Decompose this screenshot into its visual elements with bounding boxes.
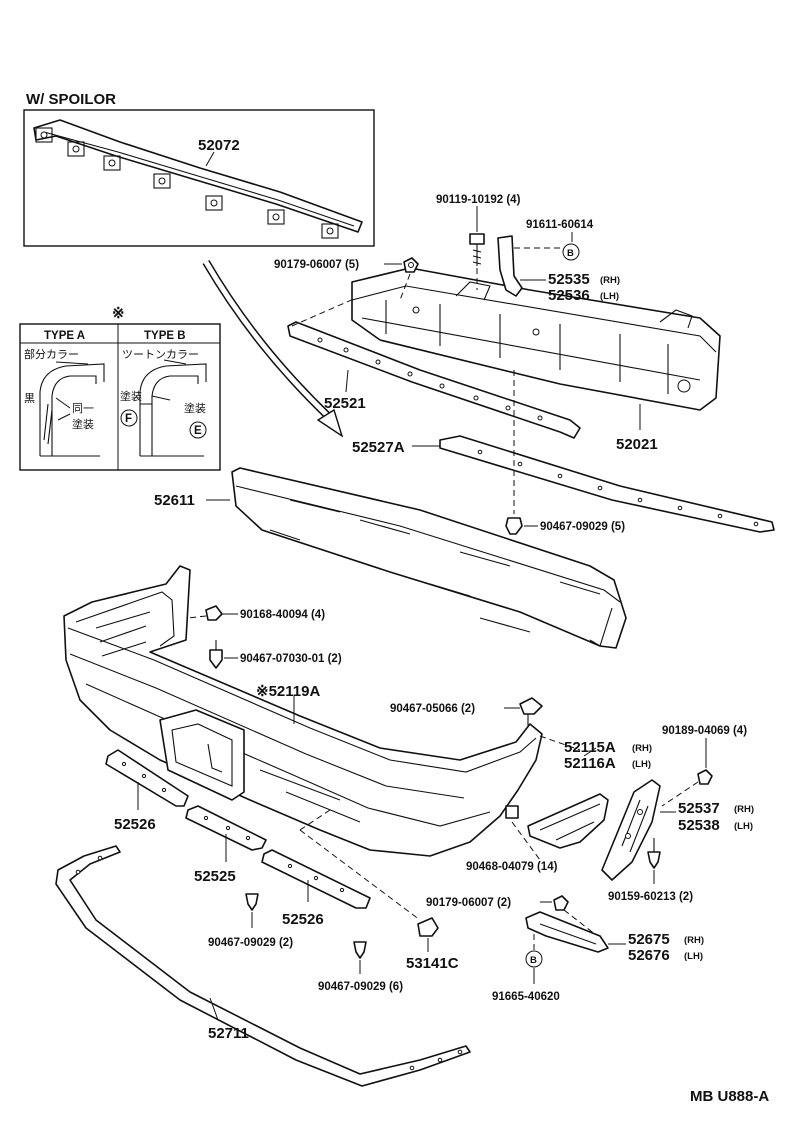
- label-52072: 52072: [198, 137, 240, 154]
- nut-90189-icon: [697, 769, 713, 785]
- spoiler-52711: [55, 845, 471, 1087]
- bracket-52115a: [505, 793, 609, 849]
- legend-mark: ※: [112, 305, 125, 322]
- code-e-circle: [189, 421, 207, 439]
- bolt-90119-icon: [469, 233, 485, 266]
- bracket-52535: [497, 235, 523, 297]
- nut-90179-lower-icon: [553, 895, 569, 911]
- leader-52072: [205, 151, 215, 167]
- screw-90168-icon: [205, 605, 223, 621]
- retainer-52521: [287, 321, 581, 439]
- label-90119: 90119-10192 (4): [436, 194, 521, 206]
- type-a-drawing: [39, 361, 105, 457]
- reinforcement-52021: [351, 267, 721, 411]
- label-90467-05066: 90467-05066 (2): [390, 703, 475, 715]
- label-52538: 52538: [678, 817, 720, 834]
- screw-90467-09029-6-icon: [353, 941, 367, 959]
- label-52526-right: 52526: [282, 911, 324, 928]
- type-b-paint-left: 塗装: [120, 389, 142, 403]
- spoiler-part-drawing: [33, 119, 363, 239]
- screw-90159-icon: [647, 838, 661, 869]
- label-52521: 52521: [324, 395, 366, 412]
- label-52526-left: 52526: [114, 816, 156, 833]
- type-legend: ※ TYPE A TYPE B 部分カラー ツートンカラー 黒 同一 塗装: [19, 305, 221, 471]
- label-52116a-side: (LH): [632, 759, 651, 770]
- type-a-title: TYPE A: [44, 330, 85, 342]
- label-52527a: 52527A: [352, 439, 405, 456]
- label-52711: 52711: [208, 1025, 249, 1042]
- marker-b-bottom-text: B: [530, 955, 537, 966]
- type-b-caption: ツートンカラー: [122, 348, 199, 361]
- nut-90179-top-icon: [403, 257, 419, 273]
- type-b-paint-right: 塗装: [184, 401, 206, 415]
- label-91611: 91611-60614: [526, 219, 594, 231]
- label-52675: 52675: [628, 931, 670, 948]
- label-91665: 91665-40620: [492, 991, 560, 1003]
- label-52676-side: (LH): [684, 951, 703, 962]
- strip-52526-right: [261, 849, 371, 909]
- label-52525: 52525: [194, 868, 236, 885]
- spoiler-box: [23, 109, 375, 247]
- label-90179-a: 90179-06007 (5): [274, 259, 359, 271]
- marker-b-bottom: [525, 950, 543, 968]
- label-52119a: ※52119A: [256, 683, 320, 700]
- label-52115a: 52115A: [564, 739, 616, 756]
- strip-52527a: [439, 435, 775, 533]
- label-52675-side: (RH): [684, 935, 704, 946]
- label-52537-side: (RH): [734, 804, 754, 815]
- label-90467-09029-6: 90467-09029 (6): [318, 981, 403, 993]
- label-52538-side: (LH): [734, 821, 753, 832]
- label-90168: 90168-40094 (4): [240, 609, 325, 621]
- strip-52526-left: [105, 749, 189, 807]
- label-52676: 52676: [628, 947, 670, 964]
- label-52535-side: (RH): [600, 275, 620, 286]
- type-b-title: TYPE B: [144, 330, 186, 342]
- type-a-note-2: 塗装: [72, 417, 94, 431]
- label-90467-09029-2: 90467-09029 (2): [208, 937, 293, 949]
- spoiler-group: W/ SPOILOR 52072: [23, 91, 375, 247]
- nut-90467-05066-icon: [519, 697, 543, 726]
- type-b-code-right: E: [194, 425, 202, 437]
- label-52115a-side: (RH): [632, 743, 652, 754]
- drawing-code: MB U888-A: [690, 1088, 769, 1105]
- label-90179-b: 90179-06007 (2): [426, 897, 511, 909]
- label-52536: 52536: [548, 287, 590, 304]
- label-52021: 52021: [616, 436, 658, 453]
- clip-53141c: [417, 917, 439, 937]
- screw-90467-07030-icon: [209, 640, 223, 669]
- spoiler-arrow: [202, 259, 344, 438]
- type-a-color: 黒: [24, 392, 35, 405]
- bracket-52537: [601, 779, 661, 881]
- label-90467-09029-5: 90467-09029 (5): [540, 521, 625, 533]
- strip-52525: [185, 805, 267, 851]
- bumper-cover-52119a: [63, 565, 543, 857]
- spoiler-title: W/ SPOILOR: [26, 91, 116, 108]
- label-52611: 52611: [154, 492, 195, 509]
- screw-90467-09029-2-icon: [245, 893, 259, 911]
- label-90159: 90159-60213 (2): [608, 891, 693, 903]
- type-b-drawing: [139, 359, 207, 457]
- label-90467-07030: 90467-07030-01 (2): [240, 653, 342, 665]
- marker-b-top-text: B: [567, 248, 574, 259]
- label-53141c: 53141C: [406, 955, 459, 972]
- absorber-52611: [231, 467, 627, 649]
- bracket-52675: [525, 911, 609, 953]
- label-90189: 90189-04069 (4): [662, 725, 747, 737]
- marker-b-top: [562, 243, 580, 261]
- code-f-circle: [120, 409, 138, 427]
- type-a-caption: 部分カラー: [24, 347, 79, 361]
- label-52537: 52537: [678, 800, 720, 817]
- type-a-note-1: 同一: [72, 402, 94, 415]
- type-b-code-left: F: [125, 413, 132, 425]
- label-52535: 52535: [548, 271, 590, 288]
- screw-90467-5-icon: [505, 517, 523, 535]
- label-52536-side: (LH): [600, 291, 619, 302]
- label-52116a: 52116A: [564, 755, 616, 772]
- label-90468: 90468-04079 (14): [466, 861, 558, 873]
